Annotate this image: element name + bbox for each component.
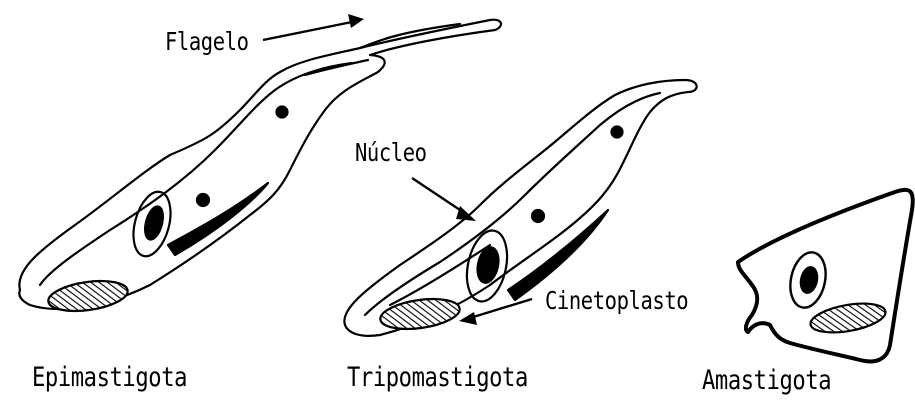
epimastigote-body bbox=[19, 20, 501, 309]
stage-caption-tripomastigota: Tripomastigota bbox=[347, 362, 528, 393]
epimastigote-kinetoplast bbox=[46, 277, 129, 316]
amastigote-nucleus bbox=[798, 266, 819, 295]
amastigote-kinetoplast bbox=[808, 299, 887, 338]
stage-caption-amastigota: Amastigota bbox=[702, 365, 831, 396]
nucleo-label: Núcleo bbox=[355, 138, 427, 167]
cinetoplasto-pointer bbox=[459, 299, 532, 325]
nucleo-pointer bbox=[412, 178, 476, 221]
flagelo-label: Flagelo bbox=[165, 27, 249, 56]
epimastigote-membrane bbox=[40, 63, 352, 285]
epimastigote-nucleus bbox=[142, 205, 166, 242]
cinetoplasto-label: Cinetoplasto bbox=[545, 286, 688, 315]
amastigote-cell bbox=[738, 190, 913, 362]
epimastigote-cell bbox=[19, 20, 501, 316]
stage-caption-epimastigota: Epimastigota bbox=[32, 362, 187, 393]
flagelo-pointer bbox=[263, 14, 364, 40]
epimastigote-fold bbox=[168, 183, 268, 255]
trypomastigote-kinetoplast bbox=[378, 295, 461, 334]
